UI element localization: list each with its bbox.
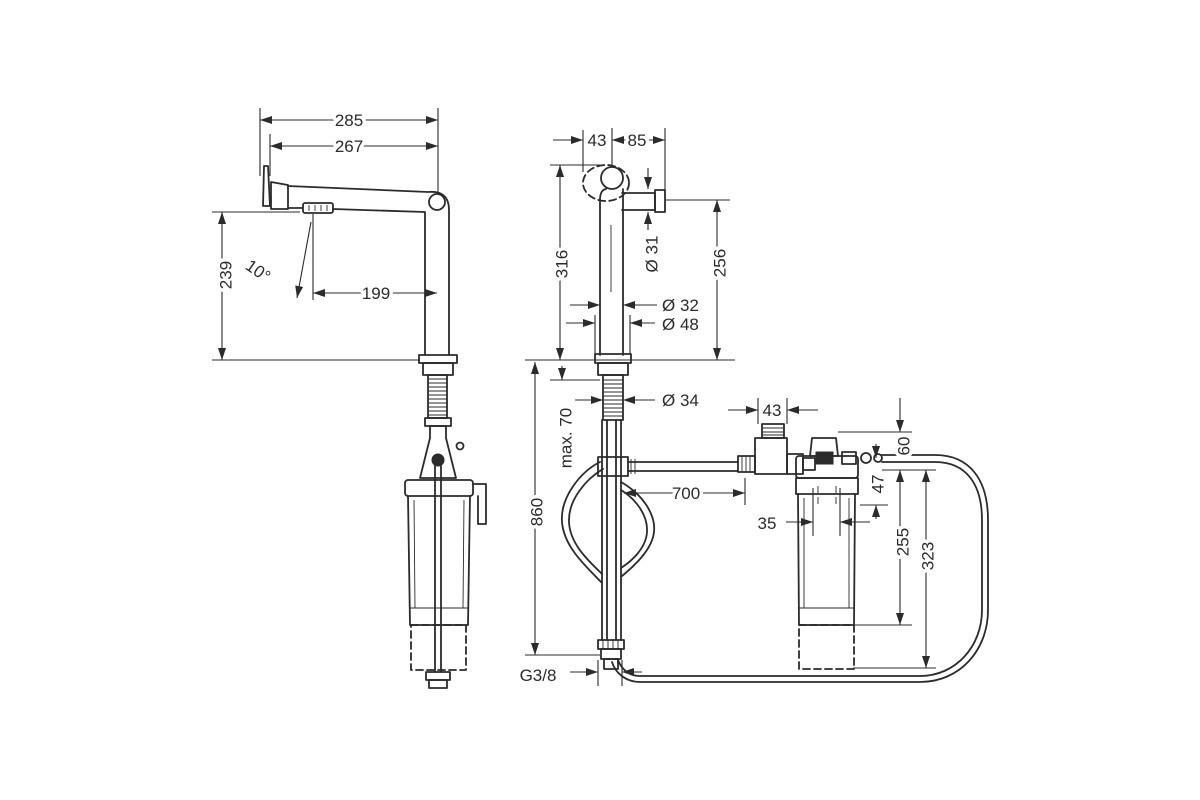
filter-hose <box>611 454 989 683</box>
spout-tube <box>287 185 450 356</box>
bottom-fitting <box>425 671 451 681</box>
base-collar <box>597 362 629 376</box>
dimension-label-angle: 10° <box>242 256 274 286</box>
dimension-label-total-height: 323 <box>919 542 938 570</box>
connector-body <box>419 425 457 479</box>
lever-knob <box>600 166 624 190</box>
dimension-label-offset-right: 85 <box>628 131 647 150</box>
base-flange <box>418 354 458 364</box>
dimension-label-height-spout: 239 <box>217 261 236 289</box>
valve-body <box>754 437 788 475</box>
valve-inlet-nut <box>737 455 756 473</box>
dimension-label-diameter-base: Ø 48 <box>662 315 699 334</box>
dimension-label-connection-height: 47 <box>869 475 888 494</box>
dimension-label-offset-left: 43 <box>588 131 607 150</box>
outlet-fitting <box>860 452 872 464</box>
hose-loop-left <box>561 461 604 583</box>
bottom-fitting <box>600 648 622 660</box>
filter-unit: 43 60 47 35 255 323 <box>611 398 989 683</box>
dimension-label-diameter-handle: Ø 31 <box>643 236 662 273</box>
aerator <box>302 202 334 214</box>
filter-fitting <box>841 451 857 465</box>
thread-hatching <box>428 378 447 416</box>
lever-end-cap <box>654 189 666 213</box>
valve-cap <box>761 423 785 439</box>
threaded-shank <box>427 374 448 419</box>
valve-connector <box>802 457 816 471</box>
spray-lever <box>262 165 271 207</box>
valve-nut-hatching <box>741 456 751 472</box>
dimension-label-shank-length: max. 70 <box>557 408 576 468</box>
dimension-label-cartridge-height: 255 <box>894 528 913 556</box>
dimension-label-reach-spout: 267 <box>335 137 363 156</box>
tee-connector <box>597 456 629 477</box>
bottom-fitting-end <box>603 658 619 670</box>
dimension-label-reach-axis: 199 <box>362 284 390 303</box>
front-view: 43 85 316 Ø 31 256 Ø 32 Ø 48 Ø 34 max. 7… <box>516 128 746 689</box>
dimension-label-height-overall: 316 <box>553 250 572 278</box>
dimension-label-thread: G3/8 <box>520 666 557 685</box>
filter-top-band <box>795 477 859 495</box>
valve-outlet-nut <box>786 453 804 475</box>
spray-head <box>270 181 289 210</box>
outlet-fitting-end <box>873 453 883 463</box>
extension-lines <box>212 108 439 361</box>
supply-pipe <box>627 461 739 472</box>
filter-service-clearance <box>798 624 855 670</box>
filter-handle <box>472 483 487 525</box>
lower-collar <box>424 417 452 427</box>
base-collar <box>422 362 454 376</box>
hose-connector <box>431 453 445 467</box>
aerator-detail <box>308 205 328 211</box>
supply-rods <box>601 419 622 641</box>
side-view: 285 267 239 10° 199 <box>212 108 487 689</box>
filter-service-clearance <box>410 624 467 671</box>
valve-cap-ridges <box>762 427 784 436</box>
dimension-label-cartridge-width: 35 <box>758 514 777 533</box>
hose <box>434 465 442 673</box>
lever-swing-path <box>582 164 630 202</box>
connector-tab <box>455 441 465 451</box>
dimension-label-diameter-shank: Ø 34 <box>662 391 699 410</box>
dimension-label-cap-height: 60 <box>895 437 914 456</box>
filter-body-detail <box>410 499 468 609</box>
filter-fitting-dark <box>815 451 834 465</box>
bottom-fitting-end <box>428 679 448 689</box>
dimension-label-reach-overall: 285 <box>335 111 363 130</box>
dimension-label-height-handle: 256 <box>711 249 730 277</box>
filter-body-detail <box>799 498 854 609</box>
filter-body <box>797 493 856 626</box>
dimension-label-hose-vertical: 860 <box>528 498 547 526</box>
bottom-nut <box>597 639 625 650</box>
dimension-label-hose-horizontal: 700 <box>672 484 700 503</box>
angle-line <box>295 221 312 299</box>
filter-body <box>407 495 471 626</box>
flow-arrows <box>817 486 837 506</box>
faucet-body <box>599 188 624 356</box>
extension-lines <box>525 128 746 686</box>
hose-loop-right <box>620 481 655 577</box>
threaded-shank <box>602 374 624 421</box>
dimension-label-valve-width: 43 <box>763 401 782 420</box>
spout-joint <box>428 193 446 211</box>
lever-handle <box>621 192 656 211</box>
bottom-nut-hatching <box>602 640 619 649</box>
dimension-label-diameter-body: Ø 32 <box>662 296 699 315</box>
filter-head <box>404 479 474 497</box>
thread-hatching <box>603 379 623 417</box>
